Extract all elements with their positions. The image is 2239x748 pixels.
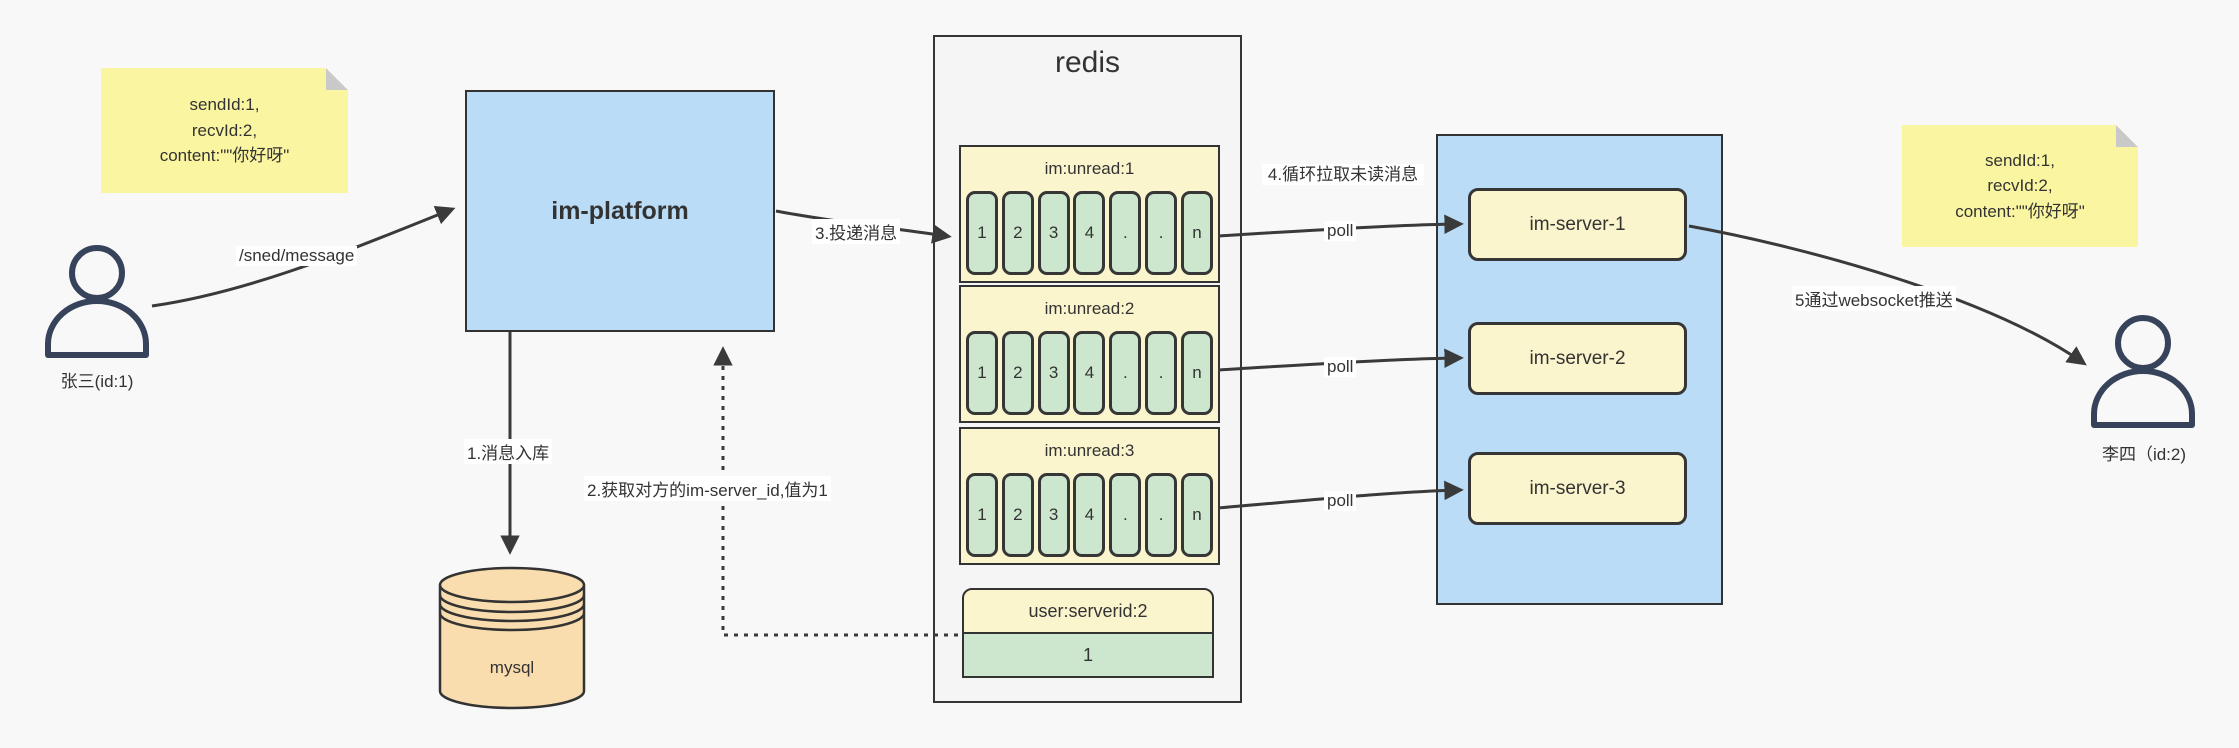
queue-cell: . [1145,191,1178,275]
kv-header: user:serverid:2 [962,588,1214,634]
queue-cell: 1 [966,473,998,557]
queue-cell: 3 [1037,473,1070,557]
note-line: sendId:1, [189,95,260,115]
person-sender-icon [45,245,149,358]
queue-cells: 1 2 3 4 . . n [961,331,1218,415]
sticky-note-right: sendId:1, recvId:2, content:""你好呀" [1902,125,2138,247]
queue-cell: n [1180,331,1213,415]
edge-label-step5: 5通过websocket推送 [1792,286,1956,311]
queue-header: im:unread:2 [1044,299,1135,318]
queue-cell: 3 [1037,331,1070,415]
queue-cell: . [1109,473,1142,557]
sticky-note-left: sendId:1, recvId:2, content:""你好呀" [101,68,348,193]
note-fold-corner-icon [326,68,348,90]
edge-label-step3: 3.投递消息 [812,219,901,244]
im-server-2-node: im-server-2 [1468,322,1687,395]
queue-cell: 4 [1073,191,1106,275]
redis-user-serverid-block: user:serverid:2 1 [962,588,1214,678]
im-platform-label: im-platform [551,196,689,225]
mysql-database-icon: mysql [438,566,586,710]
note-line: content:""你好呀" [159,146,290,166]
queue-cell: n [1180,473,1213,557]
edge-label-poll-2: poll [1324,357,1357,377]
kv-value: 1 [962,634,1214,678]
queue-cell: 1 [966,331,998,415]
im-server-3-node: im-server-3 [1468,452,1687,525]
person-receiver-icon [2091,315,2195,428]
queue-header: im:unread:3 [1044,441,1135,460]
redis-queue-unread-3: im:unread:3 1 2 3 4 . . n [959,427,1220,565]
im-server-1-node: im-server-1 [1468,188,1687,261]
queue-header: im:unread:1 [1044,159,1135,178]
edge-label-step1: 1.消息入库 [464,439,553,464]
queue-cell: 3 [1037,191,1070,275]
im-platform-box: im-platform [465,90,775,332]
queue-cell: n [1180,191,1213,275]
mysql-label: mysql [490,658,534,677]
edge-label-send-api: /sned/message [236,246,358,266]
queue-cells: 1 2 3 4 . . n [961,191,1218,275]
sender-name-label: 张三(id:1) [60,372,134,391]
redis-queue-unread-2: im:unread:2 1 2 3 4 . . n [959,285,1220,423]
edge-label-step4: 4.循环拉取未读消息 [1262,164,1424,186]
edge-label-step2: 2.获取对方的im-server_id,值为1 [584,476,831,501]
queue-cell: 4 [1073,473,1106,557]
queue-cells: 1 2 3 4 . . n [961,473,1218,557]
queue-cell: . [1109,191,1142,275]
note-line: sendId:1, [1985,150,2055,170]
queue-cell: 2 [1001,473,1034,557]
queue-cell: 1 [966,191,998,275]
edge-label-poll-3: poll [1324,491,1357,511]
note-line: recvId:2, [191,120,258,140]
note-fold-corner-icon [2116,125,2138,147]
redis-queue-unread-1: im:unread:1 1 2 3 4 . . n [959,145,1220,283]
queue-cell: 2 [1001,331,1034,415]
edge-label-poll-1: poll [1324,221,1357,241]
queue-cell: . [1145,473,1178,557]
note-line: recvId:2, [1987,176,2053,196]
note-line: content:""你好呀" [1955,201,2085,221]
queue-cell: 4 [1073,331,1106,415]
queue-cell: . [1109,331,1142,415]
queue-cell: . [1145,331,1178,415]
queue-cell: 2 [1001,191,1034,275]
redis-title: redis [1054,46,1121,79]
receiver-name-label: 李四（id:2) [2101,445,2187,464]
